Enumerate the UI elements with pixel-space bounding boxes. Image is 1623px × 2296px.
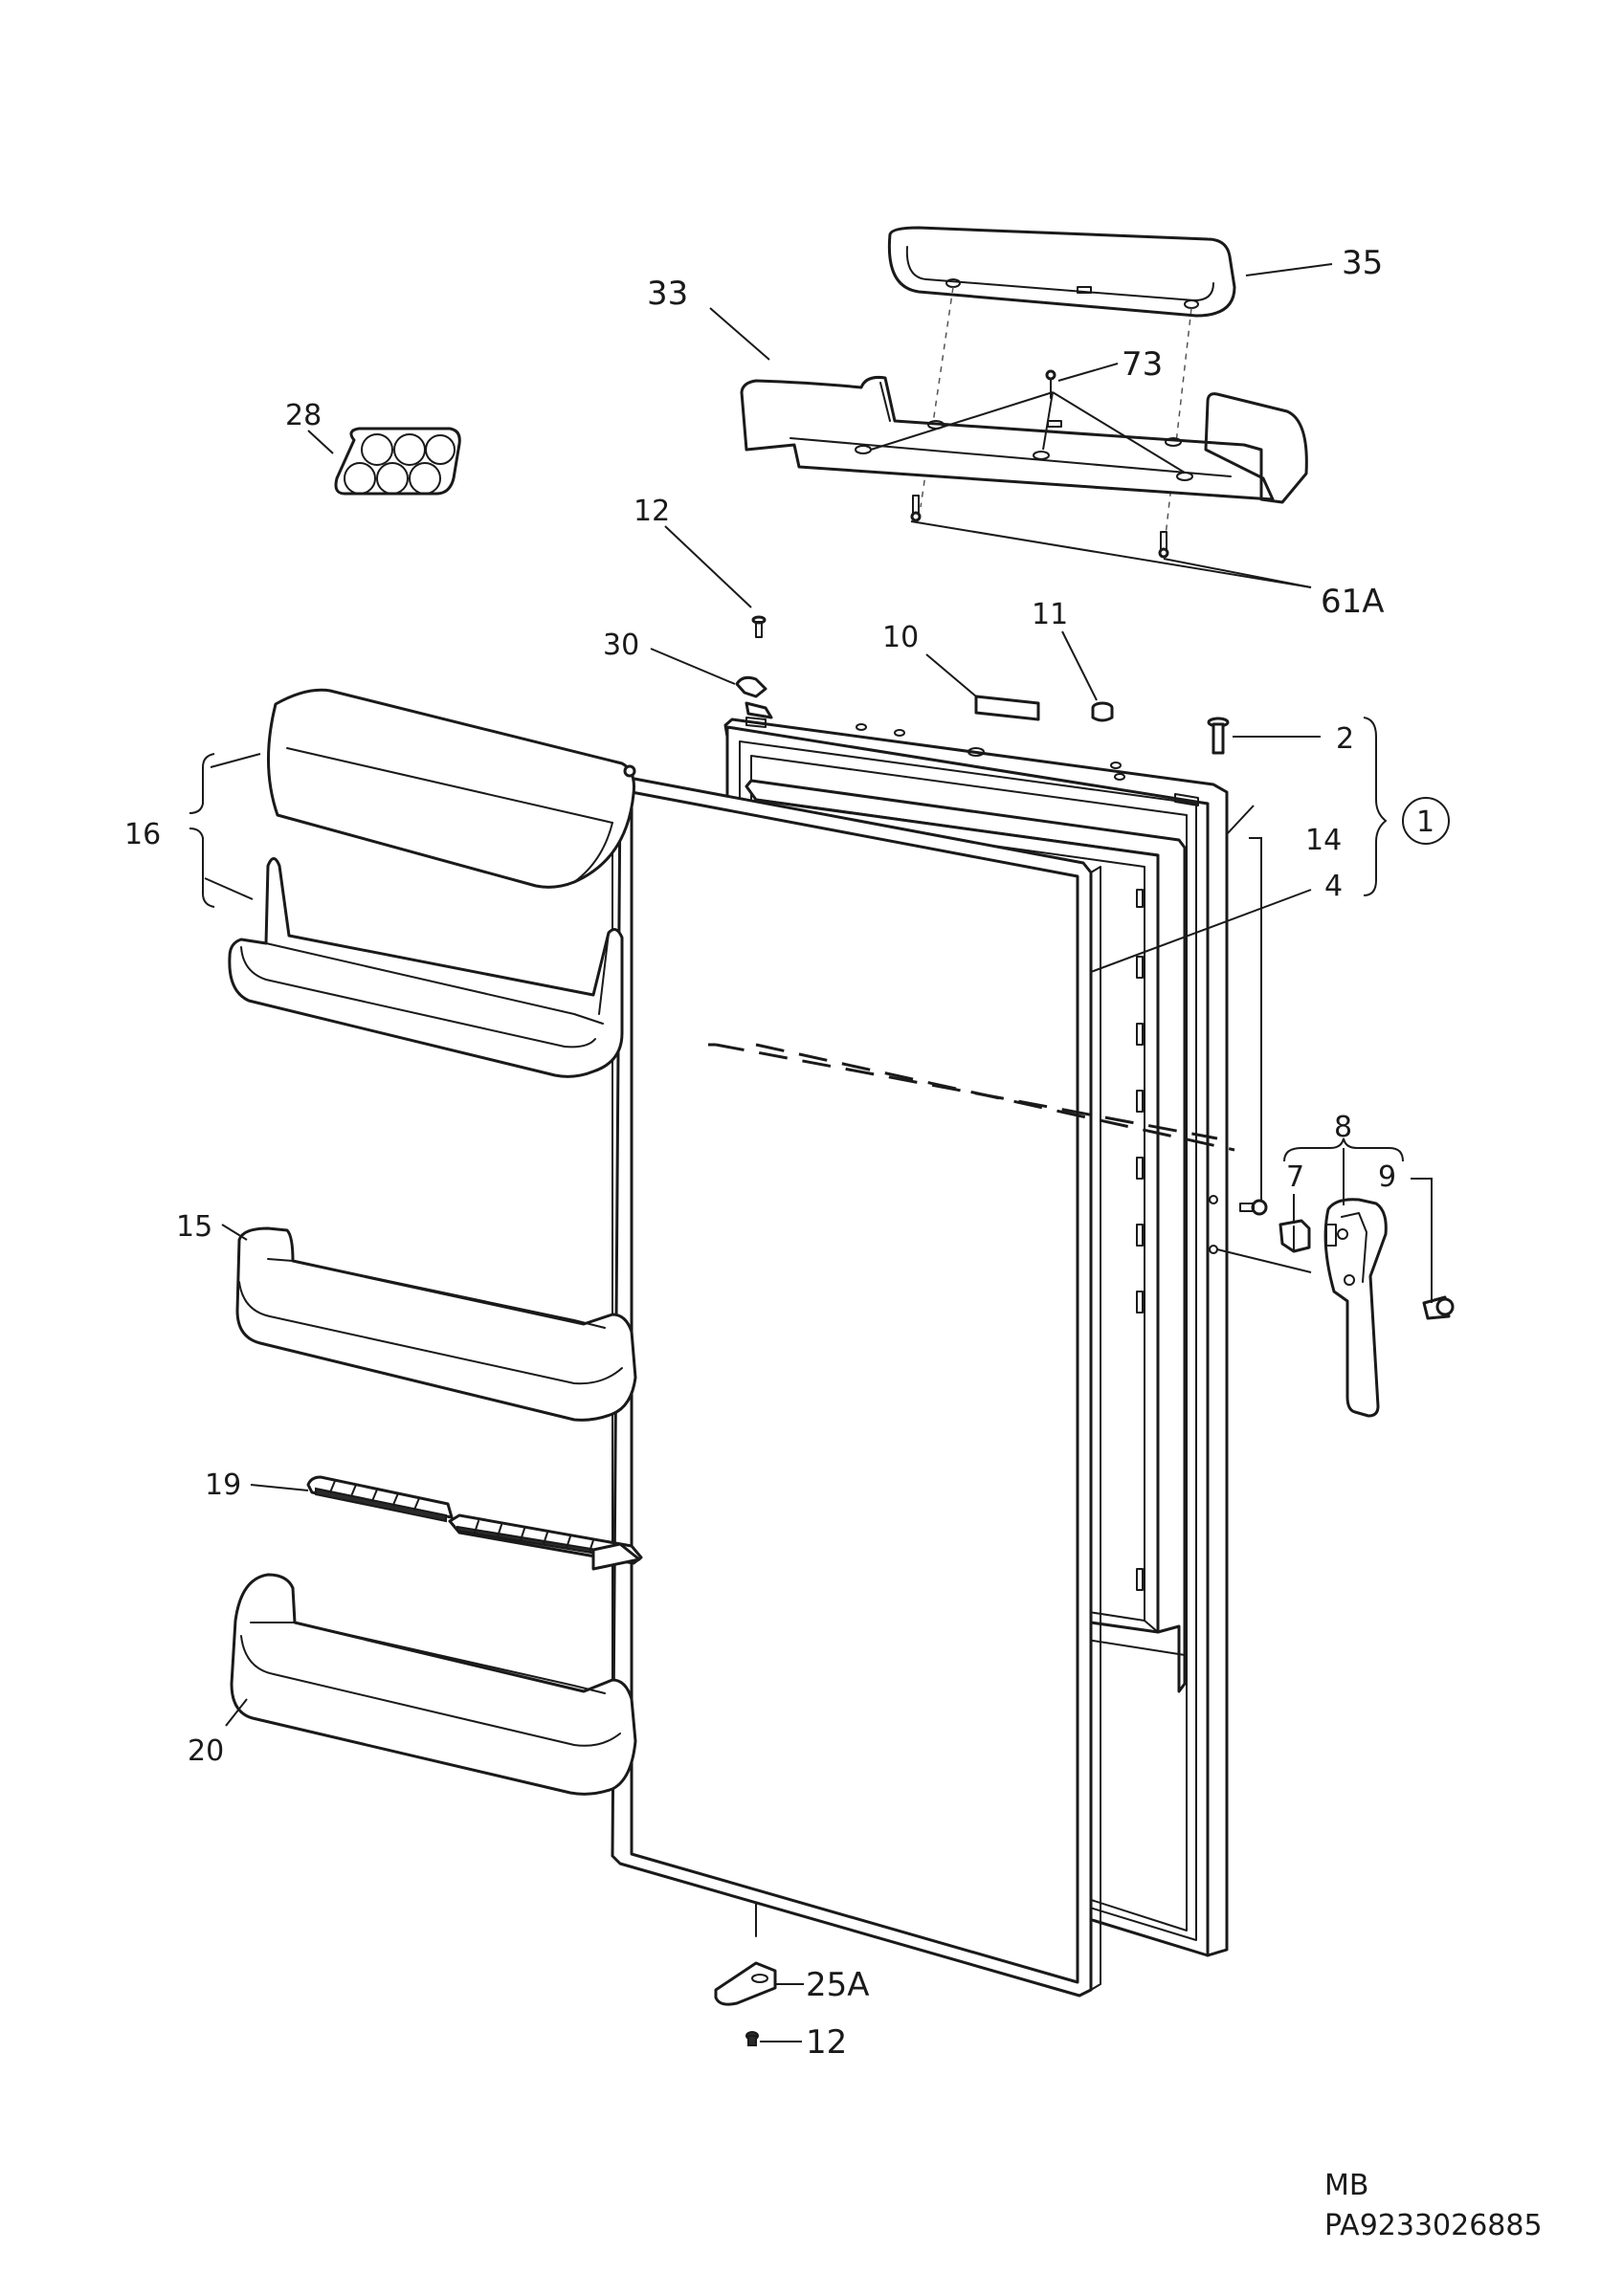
part-25a-bottom-hinge [714, 1961, 777, 2006]
part-4-gasket [611, 775, 1101, 1998]
part-11-plug [1091, 701, 1114, 722]
callout-30: 30 [603, 629, 639, 662]
part-14-screw [1239, 1199, 1268, 1216]
part-16-dairy-lid [266, 688, 636, 889]
part-30-hinge-pin [735, 675, 773, 719]
callout-16: 16 [124, 818, 161, 851]
callout-14: 14 [1305, 824, 1342, 857]
part-8-handle [1323, 1198, 1388, 1418]
part-19-bottle-rack [306, 1475, 643, 1571]
part-12-top-screw [751, 615, 767, 638]
callout-7: 7 [1286, 1160, 1304, 1194]
callout-4: 4 [1324, 870, 1343, 903]
part-9-screw [1422, 1295, 1455, 1320]
callout-10: 10 [882, 621, 919, 654]
callout-12-bottom: 12 [806, 2023, 847, 2062]
part-2-hinge-bolt [1207, 717, 1230, 755]
part-15-shelf [235, 1226, 637, 1422]
callout-8: 8 [1334, 1111, 1352, 1144]
part-33-top-panel [740, 376, 1308, 504]
part-16-dairy-shelf [228, 857, 624, 1078]
callout-11: 11 [1032, 598, 1068, 631]
part-28-egg-tray [334, 427, 461, 496]
part-12-bottom-screw [745, 2031, 759, 2046]
part-20-bottom-shelf [230, 1573, 637, 1796]
callout-25a: 25A [806, 1966, 870, 2004]
callout-12-top: 12 [634, 495, 670, 528]
callout-28: 28 [285, 399, 322, 432]
callout-9: 9 [1378, 1160, 1396, 1194]
callout-1: 1 [1416, 806, 1434, 839]
callout-15: 15 [176, 1210, 212, 1244]
part-61a-screws [910, 495, 1169, 559]
part-35-top-trim [887, 226, 1236, 318]
part-10-strip [974, 695, 1040, 721]
callout-20: 20 [188, 1734, 224, 1768]
part-73-screw [1045, 369, 1056, 399]
callout-61a: 61A [1321, 583, 1385, 621]
callout-2: 2 [1336, 722, 1354, 756]
footer-model-code: MB [1324, 2169, 1368, 2202]
callout-73: 73 [1122, 345, 1163, 384]
callout-35: 35 [1342, 244, 1383, 282]
callout-19: 19 [205, 1468, 241, 1502]
part-7-clip [1278, 1219, 1311, 1253]
callout-33: 33 [647, 275, 688, 313]
footer-part-number: PA9233026885 [1324, 2209, 1543, 2242]
